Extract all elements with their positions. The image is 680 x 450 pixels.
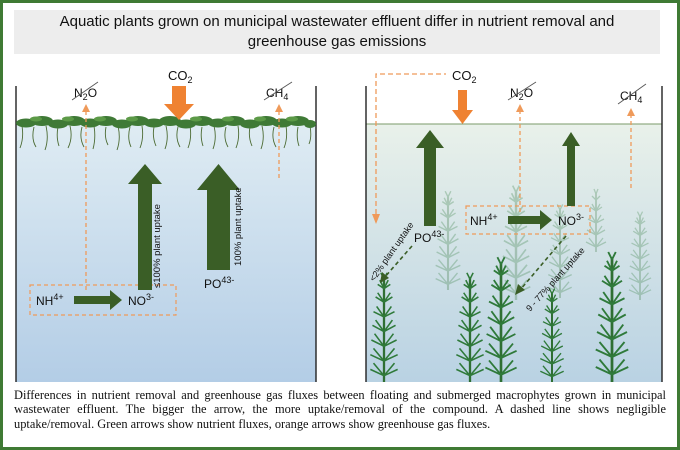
right-n2o-label: N2O: [510, 86, 533, 102]
left-ch4-label: CH4: [266, 86, 288, 102]
right-po4-dashed-arrowhead: [380, 272, 389, 283]
right-ch4-strike-through-icon: [617, 83, 647, 105]
right-po4-uptake-arrow: [416, 130, 444, 226]
right-no3-label: NO3-: [558, 212, 584, 228]
left-n2o-label: N2O: [74, 86, 97, 102]
left-no3-uptake-label: ≤100% plant uptake: [152, 204, 163, 288]
floating-plant-mat: [16, 116, 316, 151]
left-water-body: [16, 124, 316, 382]
left-n2o-strike-through-icon: [71, 81, 99, 101]
left-n2o-dashed-arrowhead: [82, 104, 90, 112]
right-po4-label: PO43-: [414, 229, 444, 245]
right-no3-dashed-arrowhead: [515, 284, 525, 295]
right-nh4-label: NH4+: [470, 212, 498, 228]
right-nitrification-box: [465, 205, 591, 235]
right-nitrification-arrow: [508, 210, 552, 230]
right-co2-label: CO2: [452, 68, 477, 85]
figure-title: Aquatic plants grown on municipal wastew…: [59, 13, 615, 50]
left-co2-label: CO2: [168, 68, 193, 85]
right-ch4-label: CH4: [620, 89, 642, 105]
right-no3-gas-arrow: [562, 132, 580, 206]
right-po4-dashed-uptake: [383, 245, 413, 279]
left-po4-label: PO43-: [204, 275, 234, 291]
right-co2-arrow: [452, 90, 473, 124]
right-n2o-dashed-arrowhead: [516, 104, 524, 112]
left-co2-arrow: [164, 86, 194, 120]
right-co2-dashed-loop: [375, 73, 446, 222]
left-no3-uptake-arrow: [128, 164, 162, 290]
left-po4-uptake-label: 100% plant uptake: [233, 187, 244, 266]
right-n2o-strike-through-icon: [507, 81, 537, 101]
left-nh4-label: NH4+: [36, 292, 64, 308]
floating-plant-highlights: [30, 116, 298, 122]
left-nitrification-box: [29, 284, 177, 316]
right-water-body: [366, 124, 662, 382]
left-panel: CO2 N2O CH4 NH4+ NO3- ≤100% plant uptake…: [15, 68, 317, 382]
figure-caption: Differences in nutrient removal and gree…: [14, 388, 666, 431]
floating-plant-roots: [19, 125, 312, 151]
left-nitrification-arrow: [74, 290, 122, 310]
left-ch4-strike-through-icon: [263, 81, 293, 101]
left-po4-uptake-arrow: [197, 164, 240, 270]
left-ch4-dashed-arrowhead: [275, 104, 283, 112]
title-banner: Aquatic plants grown on municipal wastew…: [14, 10, 660, 54]
right-no3-dashed-uptake: [519, 235, 567, 291]
right-co2-dashed-arrowhead: [372, 214, 380, 224]
right-ch4-dashed-arrowhead: [627, 108, 635, 116]
left-no3-label: NO3-: [128, 292, 154, 308]
right-panel: CO2 N2O CH4 PO43- <2% plant uptake NH4+ …: [365, 68, 663, 384]
